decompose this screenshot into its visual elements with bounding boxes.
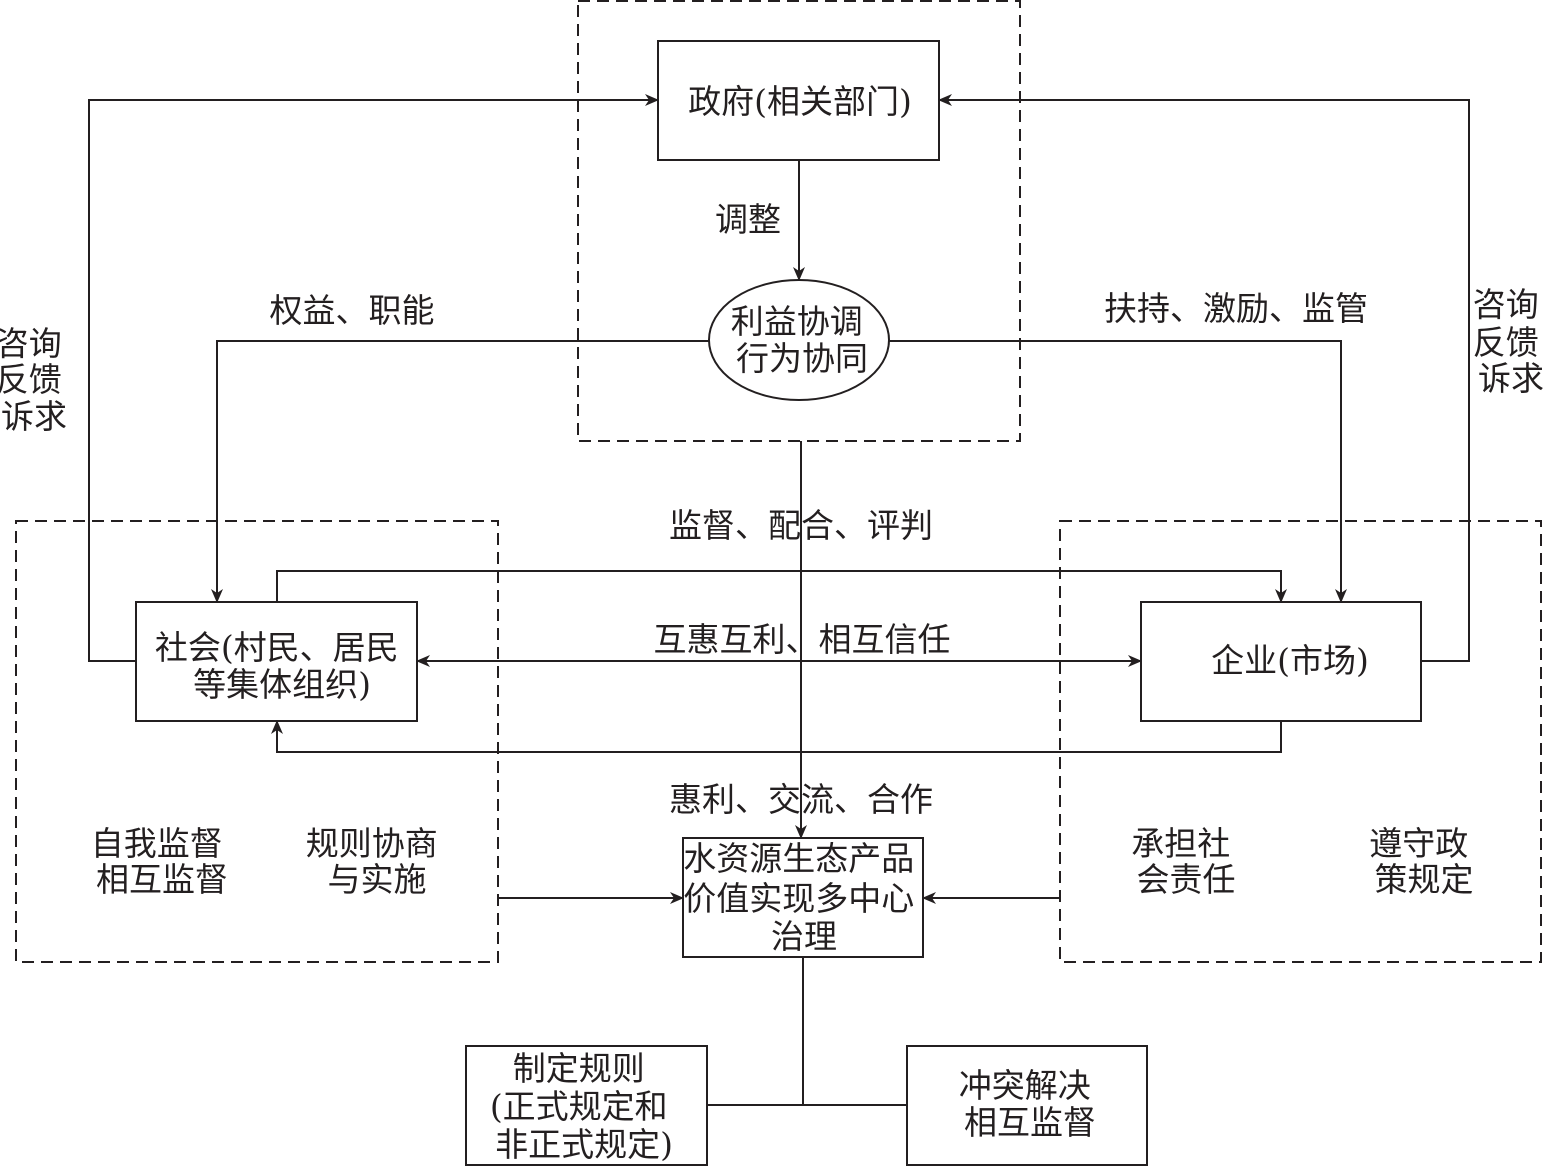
government-zone-dashed [577, 0, 1021, 442]
rules-label: 制定规则 (正式规定和 非正式规定) [490, 1049, 678, 1164]
consult-right-label: 咨询 反馈 诉求 [1473, 285, 1545, 398]
consult-left-arrow [88, 94, 659, 662]
edge-labels: 调整 权益、职能 扶持、激励、监管 咨询 反馈 诉求 咨询 反馈 诉求 监督、配… [0, 200, 1545, 899]
social-responsibility-label: 承担社 会责任 [1131, 824, 1241, 899]
mutual-benefit-label: 互惠互利、相互信任 [654, 620, 951, 659]
governance-label: 水资源生态产品 价值实现多中心 治理 [683, 839, 925, 956]
support-arrow [889, 340, 1347, 603]
governance-branch-connector [707, 957, 907, 1106]
supervise-label: 监督、配合、评判 [669, 506, 933, 545]
comply-policy-label: 遵守政 策规定 [1369, 824, 1479, 899]
node-texts: 政府(相关部门) 利益协调 行为协同 社会(村民、居民 等集体组织) 企业(市场… [155, 82, 1369, 1164]
society-label: 社会(村民、居民 等集体组织) [155, 628, 409, 704]
rights-arrow [211, 340, 709, 603]
government-label: 政府(相关部门) [688, 82, 912, 121]
conflict-label: 冲突解决 相互监督 [959, 1066, 1102, 1142]
rule-negotiation-label: 规则协商 与实施 [306, 824, 449, 899]
adjust-label: 调整 [715, 200, 781, 239]
exchange-label: 惠利、交流、合作 [669, 780, 933, 819]
rules-box [465, 1045, 708, 1166]
enterprise-zone-dashed [1059, 520, 1542, 963]
consult-left-label: 咨询 反馈 诉求 [0, 324, 72, 436]
support-label: 扶持、激励、监管 [1104, 289, 1368, 328]
consult-right-arrow [938, 94, 1470, 662]
rights-label: 权益、职能 [270, 291, 435, 330]
enterprise-to-society-arrow [271, 720, 1282, 753]
enterprise-label: 企业(市场) [1211, 641, 1369, 680]
society-to-enterprise-arrow [276, 570, 1287, 603]
conflict-box [906, 1045, 1148, 1166]
society-zone-dashed [15, 520, 499, 963]
self-supervision-label: 自我监督 相互监督 [91, 824, 234, 899]
coordination-label: 利益协调 行为协同 [731, 302, 874, 378]
